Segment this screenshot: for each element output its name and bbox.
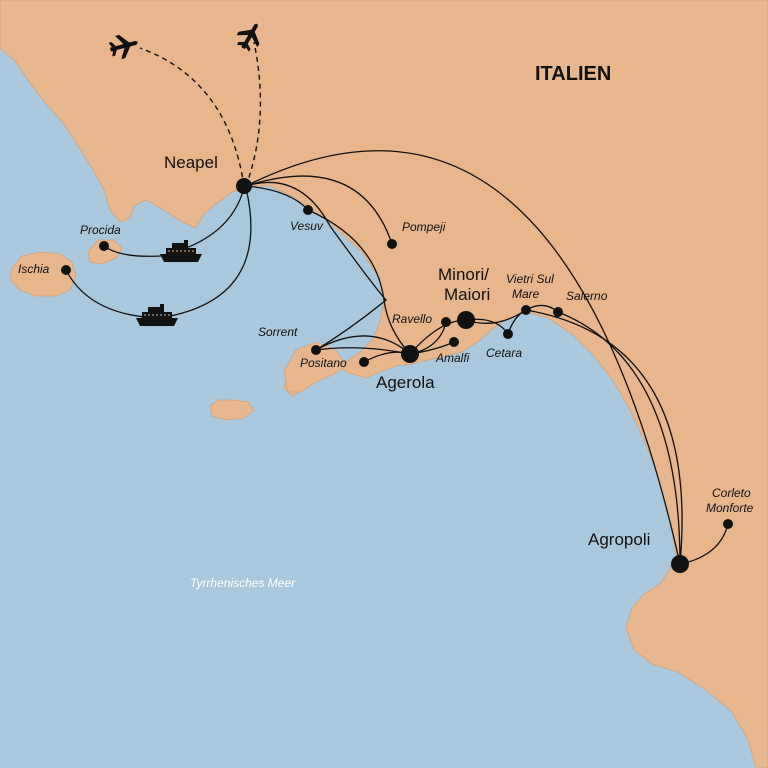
label-cetara: Cetara <box>486 346 522 360</box>
label-salerno: Salerno <box>566 289 608 303</box>
airplane-icon <box>236 23 260 52</box>
sorrento-peninsula <box>283 341 347 393</box>
marker-salerno <box>553 307 563 317</box>
label-neapel: Neapel <box>164 153 218 172</box>
label-sorrent: Sorrent <box>258 325 298 339</box>
label-positano: Positano <box>300 356 347 370</box>
marker-amalfi <box>449 337 459 347</box>
label-corleto-line2: Monforte <box>706 501 754 515</box>
marker-corleto <box>723 519 733 529</box>
label-procida: Procida <box>80 223 121 237</box>
flight-route-north <box>245 41 262 187</box>
label-agerola: Agerola <box>376 373 435 392</box>
marker-ischia <box>61 265 71 275</box>
label-ischia: Ischia <box>18 262 50 276</box>
marker-positano <box>359 357 369 367</box>
ischia-island <box>9 251 77 297</box>
marker-sorrent <box>311 345 321 355</box>
label-amalfi: Amalfi <box>435 351 470 365</box>
label-pompeji: Pompeji <box>402 220 446 234</box>
capri-island <box>209 399 255 421</box>
label-vesuv: Vesuv <box>290 219 324 233</box>
label-vietri-line2: Mare <box>512 287 540 301</box>
label-corleto-line1: Corleto <box>712 486 751 500</box>
label-minori-line1: Minori/ <box>438 265 489 284</box>
marker-ravello <box>441 317 451 327</box>
marker-vietri <box>521 305 531 315</box>
label-agropoli: Agropoli <box>588 530 650 549</box>
marker-vesuv <box>303 205 313 215</box>
label-vietri-line1: Vietri Sul <box>506 272 554 286</box>
country-label: ITALIEN <box>535 63 611 85</box>
marker-pompeji <box>387 239 397 249</box>
marker-minori <box>457 311 475 329</box>
label-minori-line2: Maiori <box>444 285 490 304</box>
airplane-icon <box>108 34 138 60</box>
marker-agropoli <box>671 555 689 573</box>
marker-agerola <box>401 345 419 363</box>
flight-route-west <box>139 47 245 187</box>
label-ravello: Ravello <box>392 312 432 326</box>
ferry-icon <box>160 240 202 262</box>
marker-neapel <box>236 178 252 194</box>
sea-label: Tyrrhenisches Meer <box>190 576 296 590</box>
marker-procida <box>99 241 109 251</box>
marker-cetara <box>503 329 513 339</box>
ferry-icon <box>136 304 178 326</box>
